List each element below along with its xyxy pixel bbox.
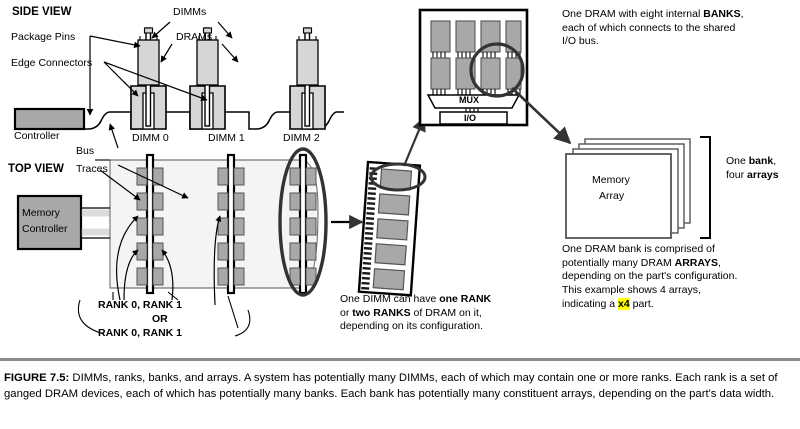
mux-label: MUX xyxy=(459,95,479,105)
dram-note: One DRAM with eight internal BANKS, each… xyxy=(562,8,794,49)
dram-note-l3: I/O bus. xyxy=(562,35,599,48)
dimm-detail-group xyxy=(357,160,422,297)
label-bus: Bus xyxy=(76,145,95,157)
label-dimm-1: DIMM 1 xyxy=(208,132,245,144)
rank-note-line-3: RANK 0, RANK 1 xyxy=(98,327,183,339)
dimm-chips xyxy=(372,168,413,291)
arrow-edge-connectors-2 xyxy=(103,61,208,102)
label-bus-traces: Traces xyxy=(76,163,108,175)
array-note-l3: depending on the part's configuration. xyxy=(562,270,738,283)
array-note-l4: This example shows 4 arrays, xyxy=(562,283,701,296)
array-bracket xyxy=(700,136,711,239)
arrow-edge-connectors-1 xyxy=(103,61,139,97)
memory-controller-label-line2: Controller xyxy=(22,223,68,235)
caption-divider xyxy=(0,358,800,361)
array-note-l1: One DRAM bank is comprised of xyxy=(562,243,715,255)
caption-number: FIGURE 7.5: xyxy=(4,372,70,384)
label-package-pins: Package Pins xyxy=(11,31,76,43)
figure-artwork xyxy=(13,8,711,337)
array-note-l5c: part. xyxy=(629,297,654,310)
rank-note-line-1: RANK 0, RANK 1 xyxy=(98,299,183,311)
dram-pins-row-1 xyxy=(432,52,521,58)
label-dimm-2: DIMM 2 xyxy=(283,132,320,144)
top-dimm-0 xyxy=(136,153,164,295)
top-dimm-1 xyxy=(217,153,245,295)
caption-body: DIMMs, ranks, banks, and arrays. A syste… xyxy=(4,372,778,401)
arrow-bus-traces-dimm xyxy=(117,164,189,199)
dram-note-banks: BANKS xyxy=(703,8,741,20)
rank-curve-b xyxy=(123,249,139,301)
side-controller-block xyxy=(13,107,86,131)
arrow-dimms-right xyxy=(217,21,233,39)
arrow-drams-right xyxy=(221,43,239,63)
bank-label-a: One xyxy=(726,155,749,167)
arrow-bus-traces-side xyxy=(108,123,119,149)
bank-highlight-circle xyxy=(469,42,525,98)
caption-text: FIGURE 7.5: DIMMs, ranks, banks, and arr… xyxy=(0,370,800,402)
top-dimm-2 xyxy=(289,153,317,295)
memory-array-stack xyxy=(565,138,691,239)
io-box xyxy=(439,111,508,125)
dimm-note-one-rank: one RANK xyxy=(439,293,492,305)
label-dimms: DIMMs xyxy=(173,6,207,18)
side-dimm-0 xyxy=(130,27,167,130)
dram-bank-row-1 xyxy=(430,20,522,53)
figure-caption-block: FIGURE 7.5: DIMMs, ranks, banks, and arr… xyxy=(0,358,800,402)
arrow-bank-to-array xyxy=(511,87,572,145)
bank-label-bank: bank xyxy=(748,155,774,167)
arrays-label-a: four xyxy=(726,168,748,181)
array-note-x4-highlight: x4 xyxy=(618,297,630,310)
label-controller: Controller xyxy=(14,130,60,142)
rank-curve-d xyxy=(213,215,222,306)
rank-curve-c xyxy=(161,249,174,301)
dimm-note-l3: depending on its configuration. xyxy=(340,320,484,333)
top-memory-controller xyxy=(16,194,110,251)
dram-note-l1c: , xyxy=(740,8,744,20)
side-view-heading: SIDE VIEW xyxy=(12,6,72,18)
dram-note-l1a: One DRAM with eight internal xyxy=(562,8,704,20)
array-note-arrays: ARRAYS xyxy=(674,256,718,269)
side-dimm-2 xyxy=(289,27,326,130)
dimm-note: One DIMM can have one RANK or two RANKS … xyxy=(340,293,545,334)
dram-note-l2: each of which connects to the shared xyxy=(562,21,736,34)
bank-arrays-label: One bank, four arrays xyxy=(726,155,798,182)
label-dimm-0: DIMM 0 xyxy=(132,132,169,144)
memory-array-label-line1: Memory xyxy=(592,174,630,186)
array-note: One DRAM bank is comprised of potentiall… xyxy=(562,243,800,311)
array-note-l5a: indicating a xyxy=(562,297,619,310)
array-note-l2a: potentially many DRAM xyxy=(562,256,675,269)
arrow-bus-traces-top xyxy=(99,169,141,201)
side-view-group xyxy=(13,21,344,149)
arrow-dimms-left xyxy=(151,21,171,39)
array-note-l2c: , xyxy=(718,256,721,269)
dimm-note-l1a: One DIMM can have xyxy=(340,293,440,305)
dimm-note-l2a: or xyxy=(340,306,353,319)
label-edge-connectors: Edge Connectors xyxy=(11,57,93,69)
rank-note-line-2: OR xyxy=(152,313,168,325)
dram-banks-group xyxy=(418,8,529,127)
io-label: I/O xyxy=(464,113,477,123)
arrow-drams-left xyxy=(160,43,173,63)
memory-controller-label-line1: Memory xyxy=(22,207,60,219)
dimm-highlight-ellipse xyxy=(278,147,328,297)
top-view-group xyxy=(16,147,364,337)
dimm-note-two-ranks: two RANKS xyxy=(352,306,411,319)
bank-label-c: , xyxy=(773,155,777,167)
dimm-note-l2c: of DRAM on it, xyxy=(410,306,482,319)
memory-array-label-line2: Array xyxy=(599,190,625,202)
top-view-heading: TOP VIEW xyxy=(8,163,64,175)
dimm-chip-highlight-ellipse xyxy=(369,162,427,192)
arrow-package-pins-right xyxy=(89,35,141,49)
rank-curve-a xyxy=(115,215,139,301)
arrays-label-arrays: arrays xyxy=(747,168,779,181)
label-drams: DRAMs xyxy=(176,31,213,43)
